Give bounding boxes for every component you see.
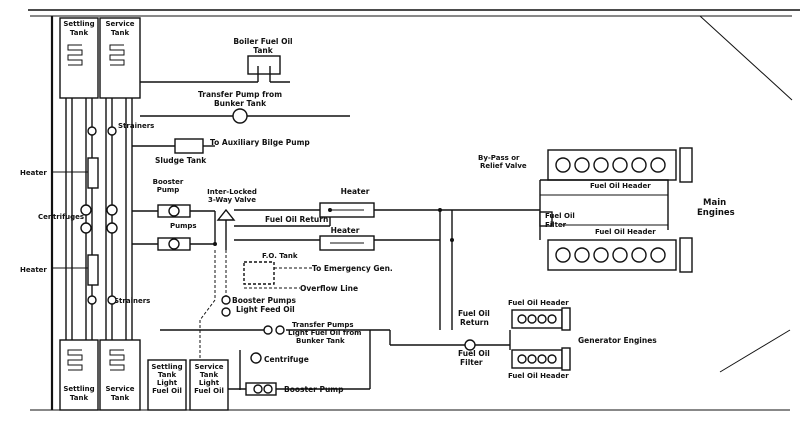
main-supply-lines: Fuel Oil Return [234,209,540,241]
emergency-gen-label: To Emergency Gen. [312,264,393,273]
fo-return-gen-label-1: Fuel Oil [458,309,490,318]
strainers-top-label: Strainers [118,122,154,130]
service-light-label-2: Tank [200,371,219,379]
service-tank-bottom: Service Tank [99,339,141,411]
service-light-label-4: Fuel Oil [194,387,224,395]
transfer-pump-bunker: Transfer Pump from Bunker Tank [140,90,350,124]
strainers-bottom: Strainers [87,295,150,305]
boiler-tank-label-1: Boiler Fuel Oil [233,37,292,46]
main-engines-label-1: Main [703,198,726,208]
heater-right-bottom: Heater [319,226,375,251]
main-engine-piping: By-Pass or Relief Valve Fuel Oil Filter … [478,154,735,240]
transfer-pump-label-2: Bunker Tank [214,99,267,108]
filter-main-label-1: Fuel Oil [545,212,575,220]
service-tank-bottom-label-1: Service [105,385,134,393]
service-light-label-3: Light [199,379,220,387]
heater-right-top-label: Heater [341,187,370,196]
booster-pumps-light-label-2: Light Feed Oil [236,305,295,314]
service-tank-bottom-label-2: Tank [111,394,130,402]
main-engine-lower: Fuel Oil Header [547,228,693,273]
booster-pump-label-1: Booster [153,178,184,186]
settling-tank-light: Settling Tank Light Fuel Oil [147,359,187,411]
transfer-light-label-3: Bunker Tank [296,337,345,345]
settling-tank-top: Settling Tank [59,17,99,99]
settling-light-label-1: Settling [151,363,182,371]
transfer-light-label-2: Light Fuel Oil from [288,329,361,337]
settling-tank-top-label-1: Settling [63,20,94,28]
vertical-manifold [65,98,133,340]
settling-light-label-4: Fuel Oil [152,387,182,395]
heater-left-top: Heater [20,157,99,189]
fo-tank-label: F.O. Tank [262,252,298,260]
settling-light-label-2: Tank [158,371,177,379]
generator-engines: Fuel Oil Return Fuel Oil Filter Fuel Oil… [458,299,657,380]
fo-filter-gen-label-2: Filter [460,358,483,367]
fo-header-gen-top-label: Fuel Oil Header [508,299,569,307]
fo-filter-gen-label-1: Fuel Oil [458,349,490,358]
centrifuges-label: Centrifuges [38,213,84,221]
service-tank-top: Service Tank [99,17,141,99]
centrifuge-small: Centrifuge [239,350,309,390]
main-engine-upper: Fuel Oil Header [547,147,693,190]
interlocked-valve: Inter-Locked 3-Way Valve [207,188,257,250]
generator-engines-label: Generator Engines [578,336,657,345]
fo-tank: F.O. Tank To Emergency Gen. Overflow Lin… [243,252,393,293]
booster-pump-group: Booster Pump Pumps [132,178,215,251]
booster-pumps-light-label-1: Booster Pumps [232,296,296,305]
service-tank-light: Service Tank Light Fuel Oil [189,359,229,411]
heater-left-bottom-label: Heater [20,266,47,274]
valve-label-2: 3-Way Valve [208,196,256,204]
centrifuge-label: Centrifuge [264,355,309,364]
heater-right-bottom-label: Heater [331,226,360,235]
booster-pump-label-2: Pump [157,186,179,194]
service-light-label-1: Service [194,363,223,371]
pumps-label: Pumps [170,222,197,230]
boiler-fuel-oil-tank: Boiler Fuel Oil Tank [233,37,293,82]
fuel-oil-header-top-label: Fuel Oil Header [590,182,651,190]
transfer-light-label-1: Transfer Pumps [292,321,354,329]
overflow-line-label: Overflow Line [300,284,358,293]
boiler-tank-label-2: Tank [253,46,274,55]
fo-header-gen-bottom-label: Fuel Oil Header [508,372,569,380]
bypass-label-1: By-Pass or [478,154,520,162]
centrifuges: Centrifuges [38,204,118,234]
heater-left-top-label: Heater [20,169,47,177]
settling-light-label-3: Light [157,379,178,387]
settling-tank-bottom: Settling Tank [59,339,99,411]
bypass-label-2: Relief Valve [480,162,527,170]
strainers-bottom-label: Strainers [114,297,150,305]
settling-tank-top-label-2: Tank [70,29,89,37]
settling-tank-bottom-label-2: Tank [70,394,89,402]
booster-pumps-light: Booster Pumps Light Feed Oil [221,295,296,317]
heater-left-bottom: Heater [20,254,99,286]
transfer-pump-label-1: Transfer Pump from [198,90,282,99]
heater-right-top: Heater [319,187,375,218]
right-risers [369,210,510,389]
main-engines-label-2: Engines [697,208,735,218]
aux-bilge-label: To Auxiliary Bilge Pump [210,138,310,147]
filter-main-label-2: Filter [545,221,567,229]
fuel-oil-header-mid-label: Fuel Oil Header [595,228,656,236]
service-tank-top-label-2: Tank [111,29,130,37]
fo-return-gen-label-2: Return [460,318,489,327]
fuel-oil-return-label: Fuel Oil Return [265,215,328,224]
junction-dots [213,208,454,246]
valve-label-1: Inter-Locked [207,188,257,196]
service-tank-top-label-1: Service [105,20,134,28]
sludge-tank: Sludge Tank To Auxiliary Bilge Pump [132,138,310,165]
strainers-top: Strainers [87,122,154,136]
light-oil-dashed [199,250,227,360]
transfer-pumps-light: Transfer Pumps Light Fuel Oil from Bunke… [160,321,390,345]
settling-tank-bottom-label-1: Settling [63,385,94,393]
sludge-tank-label: Sludge Tank [155,156,207,165]
